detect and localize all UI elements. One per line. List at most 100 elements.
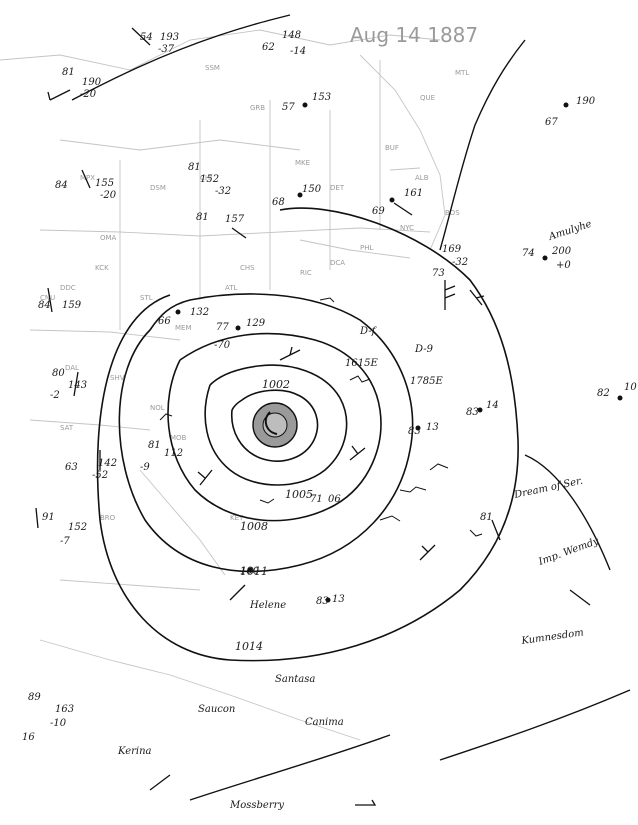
- ship-note: Saucon: [198, 704, 235, 715]
- svg-text:71: 71: [310, 494, 323, 505]
- station-plot: 84 155 -20: [55, 169, 117, 201]
- station-plot: 80 143 -2: [50, 368, 87, 401]
- svg-text:KEY: KEY: [230, 514, 244, 522]
- svg-text:SAT: SAT: [60, 424, 74, 432]
- station-plot: 81 112 -9: [140, 440, 183, 473]
- station-plot: 74 200 +0: [522, 246, 572, 271]
- station-plot: 63 142 -52: [65, 450, 117, 481]
- ship-note: Mossberry: [229, 800, 284, 811]
- svg-text:159: 159: [62, 300, 82, 311]
- ship-note: Kumnesdom: [520, 627, 584, 647]
- northern-front: [71, 14, 291, 101]
- svg-text:112: 112: [164, 448, 183, 459]
- svg-text:GRB: GRB: [250, 104, 265, 112]
- station-plot: 83 14: [466, 400, 499, 418]
- ship-note: Helene: [249, 600, 286, 611]
- svg-text:DDC: DDC: [60, 284, 76, 292]
- svg-text:MKE: MKE: [295, 159, 310, 167]
- southern-line: [189, 734, 391, 801]
- hurricane-eye: [252, 402, 298, 448]
- svg-text:157: 157: [225, 214, 245, 225]
- isobar-label: 1005: [285, 488, 313, 501]
- station-plot: 54 193 -37: [131, 27, 179, 55]
- isobar-labels: 1014 1011 1008 1005 1002: [235, 378, 313, 653]
- ship-note: 1785E: [410, 376, 443, 387]
- svg-text:132: 132: [190, 307, 209, 318]
- svg-text:10: 10: [624, 382, 637, 393]
- svg-text:-20: -20: [100, 190, 117, 201]
- ship-note: Amulyhe: [547, 219, 594, 244]
- svg-text:NYC: NYC: [400, 224, 414, 232]
- svg-text:83: 83: [466, 407, 479, 418]
- svg-text:152: 152: [68, 522, 87, 533]
- svg-text:155: 155: [95, 178, 114, 189]
- station-plot: 89: [28, 692, 41, 703]
- ship-note: 1615E: [345, 358, 378, 369]
- svg-text:-20: -20: [80, 89, 97, 100]
- svg-text:16: 16: [22, 732, 35, 743]
- ship-note: D-f: [359, 326, 378, 337]
- isobar-label: 1002: [262, 378, 290, 391]
- station-plot: 77 129 -70: [214, 318, 266, 351]
- svg-text:ALB: ALB: [415, 174, 429, 182]
- station-plot: 71 06: [310, 494, 341, 505]
- frontal-lines: [71, 14, 631, 801]
- svg-text:81: 81: [188, 162, 201, 173]
- basemap-boundaries: [0, 29, 446, 741]
- svg-text:-32: -32: [215, 186, 231, 197]
- station-plot: 62 148 -14: [262, 30, 306, 57]
- station-plot: 82 10: [597, 382, 637, 401]
- svg-text:RIC: RIC: [300, 269, 312, 277]
- ship-note: Dream of Ser.: [512, 476, 584, 501]
- station-plot: 69 161: [372, 188, 423, 217]
- svg-text:129: 129: [246, 318, 266, 329]
- svg-text:69: 69: [372, 206, 385, 217]
- isobar-label: 1014: [235, 640, 263, 653]
- wind-barbs: [149, 289, 591, 806]
- svg-text:CNU: CNU: [40, 294, 55, 302]
- svg-text:BRO: BRO: [100, 514, 116, 522]
- svg-text:ATL: ATL: [225, 284, 238, 292]
- svg-text:142: 142: [98, 458, 117, 469]
- svg-text:-37: -37: [158, 44, 175, 55]
- svg-text:-52: -52: [92, 470, 108, 481]
- svg-text:200: 200: [551, 246, 572, 257]
- station-plot: 68 150: [272, 184, 322, 208]
- svg-text:CHS: CHS: [240, 264, 255, 272]
- svg-text:163: 163: [55, 704, 74, 715]
- svg-text:81: 81: [196, 212, 209, 223]
- isobar-label: 1011: [240, 565, 268, 578]
- svg-text:68: 68: [272, 197, 285, 208]
- ship-note: D-9: [414, 344, 434, 355]
- ship-note: Kerina: [117, 746, 152, 757]
- svg-text:150: 150: [302, 184, 322, 195]
- svg-text:143: 143: [68, 380, 87, 391]
- station-plot: 100: [240, 566, 260, 577]
- svg-text:SHV: SHV: [110, 374, 125, 382]
- svg-text:-10: -10: [50, 718, 67, 729]
- svg-text:74: 74: [522, 248, 535, 259]
- svg-text:82: 82: [597, 388, 610, 399]
- station-plot: 16 163 -10: [22, 704, 74, 743]
- svg-text:57: 57: [282, 102, 295, 113]
- svg-text:89: 89: [28, 692, 41, 703]
- svg-text:81: 81: [62, 67, 75, 78]
- svg-text:-32: -32: [452, 257, 468, 268]
- svg-text:81: 81: [480, 512, 493, 523]
- svg-text:BUF: BUF: [385, 144, 399, 152]
- svg-text:169: 169: [442, 244, 462, 255]
- svg-text:BOS: BOS: [445, 209, 460, 217]
- svg-text:73: 73: [432, 268, 445, 279]
- isobar-1002: [230, 389, 319, 462]
- scattered-marks: [159, 297, 483, 537]
- isobars: [96, 207, 519, 662]
- southeast-line: [439, 689, 631, 761]
- svg-text:MTL: MTL: [455, 69, 469, 77]
- svg-text:MOB: MOB: [170, 434, 187, 442]
- svg-text:62: 62: [262, 42, 275, 53]
- eastern-front: [439, 39, 526, 251]
- svg-text:83: 83: [316, 596, 329, 607]
- svg-text:84: 84: [38, 300, 51, 311]
- station-plot: 81 157: [196, 212, 247, 239]
- station-plot: 84 159: [38, 287, 82, 313]
